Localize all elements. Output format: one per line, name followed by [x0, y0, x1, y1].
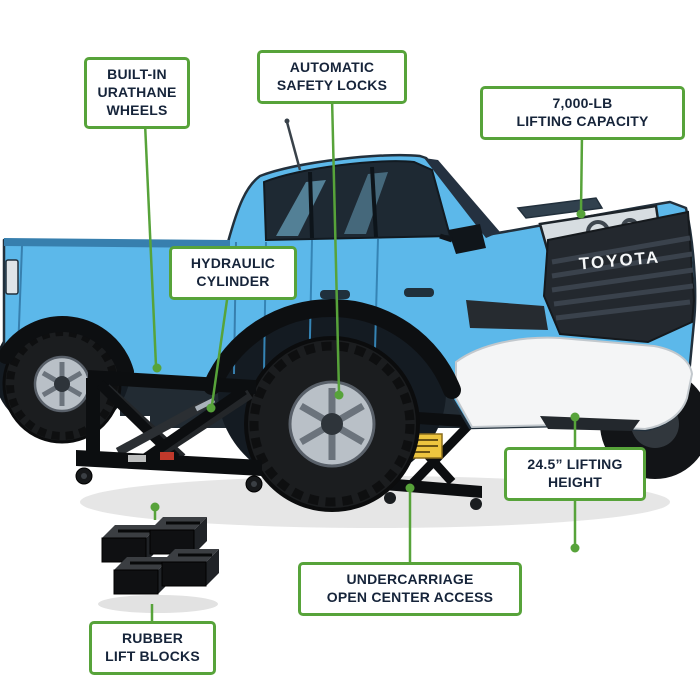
callout-lifting-height: 24.5” LIFTING HEIGHT [504, 447, 646, 501]
dot-lifting-capacity [576, 209, 586, 219]
bumper-vent [466, 300, 548, 330]
callout-lifting-capacity: 7,000-LB LIFTING CAPACITY [480, 86, 685, 140]
front-bumper [455, 336, 694, 431]
rubber-blocks [98, 517, 219, 613]
callout-safety-locks: AUTOMATIC SAFETY LOCKS [257, 50, 407, 104]
line-lifting-capacity [579, 132, 584, 213]
front-fender-flare [203, 298, 461, 399]
antenna [285, 121, 302, 171]
antenna-tip [284, 118, 290, 124]
dot-safety-locks [334, 390, 344, 400]
dot-lift-blocks [150, 502, 160, 512]
side-mirror [439, 224, 486, 254]
hood-scoop [516, 197, 604, 219]
front-wheel [244, 336, 420, 512]
hydraulic-cylinder [115, 400, 209, 456]
line-hydraulic-cylinder [210, 292, 230, 406]
dot-hydraulic-cylinder [206, 403, 216, 413]
callout-dots [150, 209, 586, 553]
dot-lifting-height-down [570, 543, 580, 553]
cab-windows [262, 160, 452, 242]
callout-urethane-wheels: BUILT-IN URATHANE WHEELS [84, 57, 190, 129]
dot-undercarriage [405, 483, 415, 493]
rear-fender-flare [0, 316, 134, 380]
taillight [5, 259, 19, 295]
door-handle-rear [320, 290, 350, 299]
windshield [424, 158, 500, 238]
dot-lifting-height-up [570, 412, 580, 422]
grille: TOYOTA [542, 210, 696, 344]
door-handle-front [404, 288, 434, 297]
callout-undercarriage: UNDERCARRIAGE OPEN CENTER ACCESS [298, 562, 522, 616]
dot-urethane-wheels [152, 363, 162, 373]
line-urethane-wheels [143, 122, 158, 367]
callout-hydraulic-cylinder: HYDRAULIC CYLINDER [169, 246, 297, 300]
line-safety-locks [330, 96, 341, 393]
callout-lift-blocks: RUBBER LIFT BLOCKS [89, 621, 216, 675]
truck-body: TOYOTA [2, 118, 697, 432]
callout-lines [143, 96, 584, 621]
